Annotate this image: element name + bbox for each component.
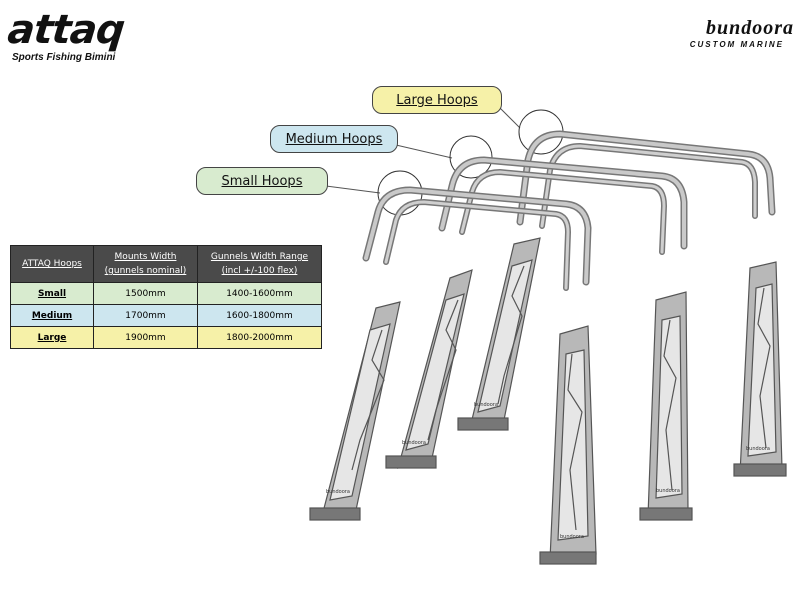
bundoora-logo-wordmark: bundoora [705, 17, 794, 39]
mount-tags: bundoora bundoora bundoora bundoora bund… [326, 402, 770, 540]
row-large-name: Large [10, 326, 94, 349]
detail-circle-medium [449, 135, 493, 179]
table-row: Large 1900mm 1800-2000mm [10, 326, 322, 349]
row-small-range: 1400-1600mm [197, 282, 322, 305]
row-medium-mounts: 1700mm [93, 304, 198, 327]
mount-bracket-2 [385, 269, 473, 469]
leader-small [325, 185, 381, 194]
row-medium-range: 1600-1800mm [197, 304, 322, 327]
table-row: Medium 1700mm 1600-1800mm [10, 304, 322, 327]
hoop-size-table: ATTAQ Hoops Mounts Width (gunnels nomina… [10, 245, 322, 349]
mount-tag-3: bundoora [474, 402, 498, 408]
row-medium-name: Medium [10, 304, 94, 327]
row-small-mounts: 1500mm [93, 282, 198, 305]
mount-tag-4: bundoora [560, 534, 584, 540]
leader-medium [395, 144, 453, 159]
bundoora-logo: bundoora CUSTOM MARINE [690, 18, 794, 49]
mount-bracket-3 [457, 237, 541, 431]
header-mounts-width: Mounts Width (gunnels nominal) [93, 245, 198, 283]
table-row: Small 1500mm 1400-1600mm [10, 282, 322, 305]
callout-small-hoops: Small Hoops [196, 167, 328, 195]
hoop-large [516, 130, 776, 229]
mount-tag-6: bundoora [746, 446, 770, 452]
hoop-medium [438, 156, 688, 255]
callout-large-hoops: Large Hoops [372, 86, 502, 114]
mount-bracket-4 [539, 325, 597, 565]
header-hoops: ATTAQ Hoops [10, 245, 94, 283]
hoop-small [362, 186, 592, 291]
header-gunnels-range: Gunnels Width Range (incl +/-100 flex) [197, 245, 322, 283]
mount-bracket-5 [639, 291, 693, 521]
mount-bracket-1 [309, 301, 401, 521]
leader-large [499, 107, 521, 129]
callout-medium-hoops: Medium Hoops [270, 125, 398, 153]
mount-tag-1: bundoora [326, 489, 350, 495]
row-large-mounts: 1900mm [93, 326, 198, 349]
mount-tag-2: bundoora [402, 440, 426, 446]
mount-brackets [309, 237, 787, 565]
hoops [362, 130, 776, 291]
mount-tag-5: bundoora [656, 488, 680, 494]
table-header-row: ATTAQ Hoops Mounts Width (gunnels nomina… [10, 245, 322, 283]
callout-leaders [325, 107, 521, 194]
row-small-name: Small [10, 282, 94, 305]
attaq-logo-tagline: Sports Fishing Bimini [12, 52, 116, 63]
row-large-range: 1800-2000mm [197, 326, 322, 349]
attaq-logo: attaq Sports Fishing Bimini [6, 7, 127, 63]
bundoora-logo-tagline: CUSTOM MARINE [689, 40, 784, 49]
mount-bracket-6 [733, 261, 787, 477]
